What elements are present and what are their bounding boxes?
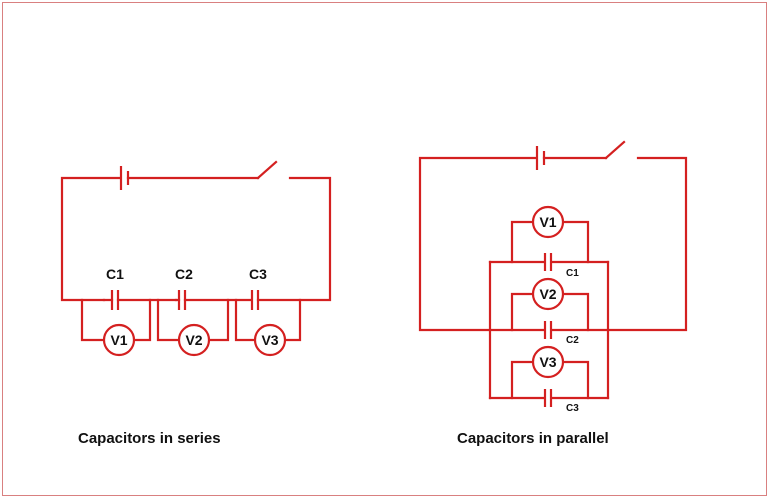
parallel-v2-label: V2	[539, 286, 556, 302]
parallel-v1-loop	[510, 220, 590, 264]
series-voltmeter-v2: V2	[177, 323, 211, 357]
series-v2-loop	[156, 298, 230, 342]
parallel-c1-label: C1	[566, 268, 579, 279]
series-v2-label: V2	[185, 332, 202, 348]
parallel-c3-label: C3	[566, 403, 579, 414]
parallel-v2-loop	[510, 292, 590, 332]
parallel-outer-wire-left	[418, 156, 538, 332]
parallel-capacitor-c2	[543, 321, 553, 339]
series-caption: Capacitors in series	[78, 430, 221, 447]
series-voltmeter-v3: V3	[253, 323, 287, 357]
parallel-capacitor-c1	[543, 253, 553, 271]
series-c2-label: C2	[175, 266, 193, 282]
series-v1-loop	[80, 298, 152, 342]
series-circuit: V1 V2 V3 C1 C2 C3	[60, 160, 332, 357]
parallel-v1-label: V1	[539, 214, 556, 230]
parallel-voltmeter-v2: V2	[531, 277, 565, 311]
parallel-caption: Capacitors in parallel	[457, 430, 609, 447]
parallel-outer-wire-right	[606, 156, 688, 332]
parallel-voltmeter-v3: V3	[531, 345, 565, 379]
series-right-wire	[256, 176, 332, 302]
parallel-v3-label: V3	[539, 354, 556, 370]
parallel-capacitor-c3	[543, 389, 553, 407]
series-v1-label: V1	[110, 332, 127, 348]
parallel-circuit: V1 C1 V2 C2 V3 C3	[418, 140, 688, 414]
parallel-c2-label: C2	[566, 335, 579, 346]
parallel-v3-loop	[510, 360, 590, 400]
series-switch	[256, 160, 278, 180]
series-v3-loop	[234, 298, 302, 342]
series-capacitor-c3	[250, 290, 260, 310]
parallel-switch	[604, 140, 626, 160]
series-c1-label: C1	[106, 266, 124, 282]
series-c3-label: C3	[249, 266, 267, 282]
series-voltmeter-v1: V1	[102, 323, 136, 357]
series-v3-label: V3	[261, 332, 278, 348]
parallel-voltmeter-v1: V1	[531, 205, 565, 239]
